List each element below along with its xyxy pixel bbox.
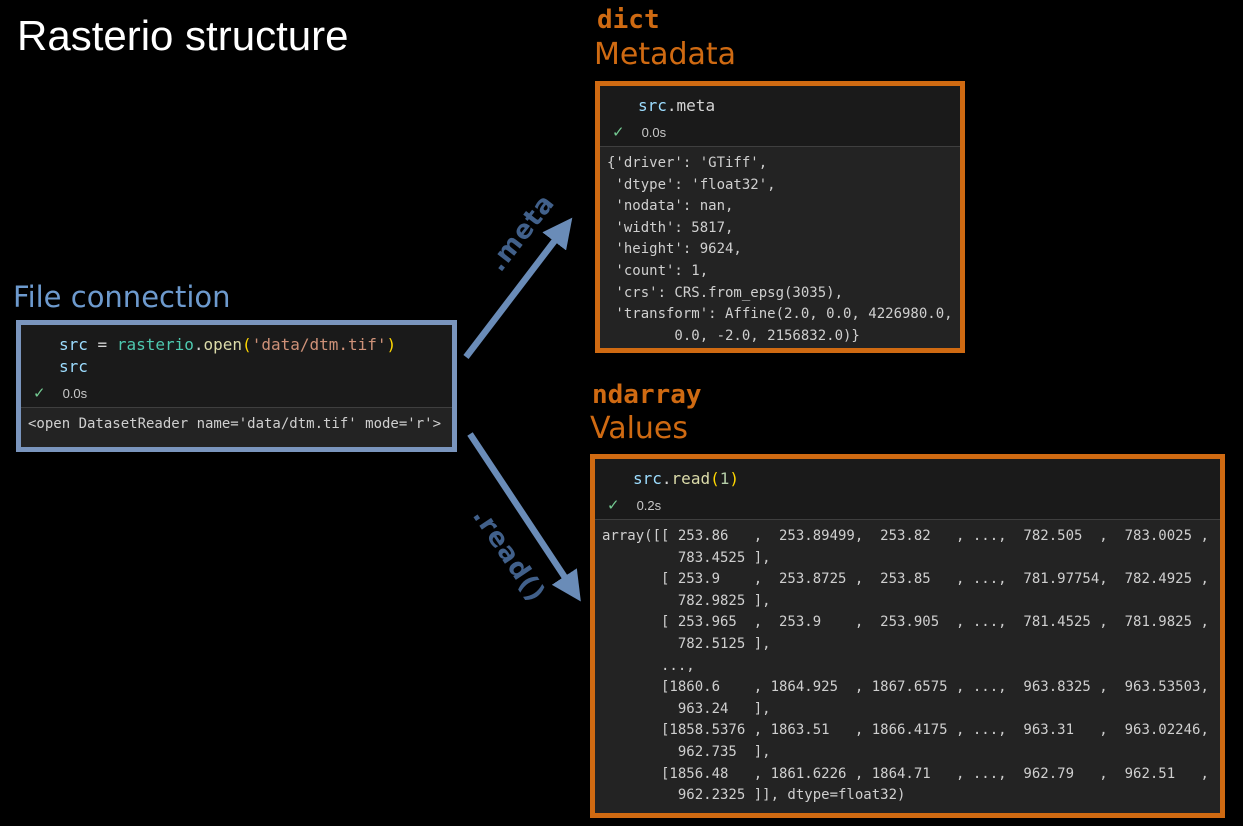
notebook-cell: src.read(1) ✓ 0.2s bbox=[595, 459, 1220, 520]
values-cell-box: src.read(1) ✓ 0.2s array([[ 253.86 , 253… bbox=[590, 454, 1225, 818]
execution-time: 0.0s bbox=[641, 124, 667, 140]
success-check-icon: ✓ bbox=[33, 383, 46, 402]
notebook-cell: src.meta ✓ 0.0s bbox=[600, 86, 960, 147]
read-arrow-label: .read() bbox=[466, 502, 552, 608]
execution-time: 0.2s bbox=[636, 497, 662, 513]
code-input: src.read(1) bbox=[633, 469, 739, 488]
cell-output: <open DatasetReader name='data/dtm.tif' … bbox=[28, 416, 442, 432]
metadata-cell-box: src.meta ✓ 0.0s {'driver': 'GTiff', 'dty… bbox=[595, 81, 965, 353]
values-heading: Values bbox=[590, 411, 689, 446]
page-title: Rasterio structure bbox=[17, 12, 349, 59]
values-type-label: ndarray bbox=[592, 380, 702, 410]
code-input: src.meta bbox=[638, 96, 716, 115]
code-input: src = rasterio.open('data/dtm.tif')src bbox=[59, 335, 397, 376]
execution-time: 0.0s bbox=[62, 385, 88, 401]
file-connection-cell-box: src = rasterio.open('data/dtm.tif')src ✓… bbox=[16, 320, 457, 452]
success-check-icon: ✓ bbox=[607, 495, 620, 514]
cell-status: ✓ 0.0s bbox=[600, 121, 960, 143]
metadata-heading: Metadata bbox=[594, 37, 737, 72]
notebook-cell: src = rasterio.open('data/dtm.tif')src ✓… bbox=[21, 325, 452, 408]
success-check-icon: ✓ bbox=[612, 122, 625, 141]
metadata-type-label: dict bbox=[597, 5, 660, 35]
file-connection-heading: File connection bbox=[13, 280, 231, 314]
cell-output: array([[ 253.86 , 253.89499, 253.82 , ..… bbox=[602, 528, 1209, 804]
cell-output: {'driver': 'GTiff', 'dtype': 'float32', … bbox=[607, 155, 953, 344]
meta-arrow-label: .meta bbox=[482, 188, 562, 278]
cell-status: ✓ 0.0s bbox=[21, 382, 452, 404]
cell-status: ✓ 0.2s bbox=[595, 494, 1220, 516]
